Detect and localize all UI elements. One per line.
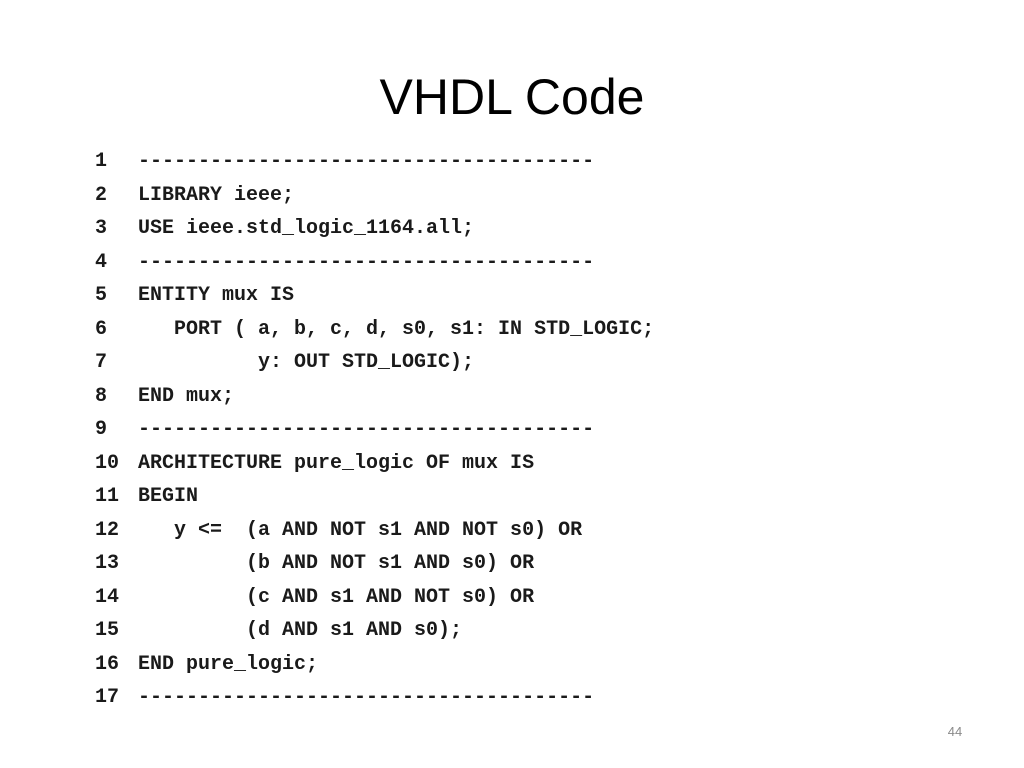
line-number: 9 bbox=[95, 418, 108, 442]
line-number: 2 bbox=[95, 183, 108, 207]
code-line: 10 ARCHITECTURE pure_logic OF mux IS bbox=[95, 447, 815, 481]
code-line: 13 (b AND NOT s1 AND s0) OR bbox=[95, 547, 815, 581]
line-number: 12 bbox=[95, 518, 120, 542]
slide-title: VHDL Code bbox=[379, 69, 645, 125]
line-number: 15 bbox=[95, 619, 120, 643]
code-line: 1 -------------------------------------- bbox=[95, 145, 815, 179]
line-text: (b AND NOT s1 AND s0) OR bbox=[138, 552, 535, 576]
code-listing: 1-------------------------------------- … bbox=[95, 145, 815, 715]
line-text: -------------------------------------- bbox=[138, 150, 595, 174]
line-text: END mux; bbox=[138, 384, 235, 408]
line-text: LIBRARY ieee; bbox=[138, 183, 295, 207]
line-number: 11 bbox=[95, 485, 120, 509]
code-line: 8 END mux; bbox=[95, 380, 815, 414]
line-number: 13 bbox=[95, 552, 120, 576]
line-number: 6 bbox=[95, 317, 108, 341]
line-number: 10 bbox=[95, 451, 120, 475]
line-number: 7 bbox=[95, 351, 108, 375]
code-line: 14 (c AND s1 AND NOT s0) OR bbox=[95, 581, 815, 615]
code-line: 7 y: OUT STD_LOGIC); bbox=[95, 346, 815, 380]
line-text: ENTITY mux IS bbox=[138, 284, 295, 308]
line-number: 8 bbox=[95, 384, 108, 408]
code-line: 5 ENTITY mux IS bbox=[95, 279, 815, 313]
code-line: 4 -------------------------------------- bbox=[95, 246, 815, 280]
line-text: END pure_logic; bbox=[138, 652, 319, 676]
code-line: 3 USE ieee.std_logic_1164.all; bbox=[95, 212, 815, 246]
line-text: BEGIN bbox=[138, 485, 199, 509]
line-text: y <= (a AND NOT s1 AND NOT s0) OR bbox=[138, 518, 583, 542]
line-text: y: OUT STD_LOGIC); bbox=[138, 351, 475, 375]
code-line: 6 PORT ( a, b, c, d, s0, s1: IN STD_LOGI… bbox=[95, 313, 815, 347]
code-line: 12 y <= (a AND NOT s1 AND NOT s0) OR bbox=[95, 514, 815, 548]
code-line: 15 (d AND s1 AND s0); bbox=[95, 614, 815, 648]
line-text: (c AND s1 AND NOT s0) OR bbox=[138, 585, 535, 609]
line-number: 3 bbox=[95, 217, 108, 241]
code-line: 9 -------------------------------------- bbox=[95, 413, 815, 447]
code-line: 16 END pure_logic; bbox=[95, 648, 815, 682]
line-number: 17 bbox=[95, 686, 120, 710]
code-line: 2 LIBRARY ieee; bbox=[95, 179, 815, 213]
line-number: 14 bbox=[95, 585, 120, 609]
line-number: 1 bbox=[95, 150, 108, 174]
line-text: USE ieee.std_logic_1164.all; bbox=[138, 217, 475, 241]
code-line: 17 -------------------------------------- bbox=[95, 681, 815, 715]
line-number: 16 bbox=[95, 652, 120, 676]
line-text: -------------------------------------- bbox=[138, 418, 595, 442]
code-line: 11 BEGIN bbox=[95, 480, 815, 514]
line-text: ARCHITECTURE pure_logic OF mux IS bbox=[138, 451, 535, 475]
page-number: 44 bbox=[947, 724, 963, 739]
line-text: -------------------------------------- bbox=[138, 250, 595, 274]
line-number: 4 bbox=[95, 250, 108, 274]
line-text: PORT ( a, b, c, d, s0, s1: IN STD_LOGIC; bbox=[138, 317, 655, 341]
line-text: -------------------------------------- bbox=[138, 686, 595, 710]
line-number: 5 bbox=[95, 284, 108, 308]
line-text: (d AND s1 AND s0); bbox=[138, 619, 463, 643]
